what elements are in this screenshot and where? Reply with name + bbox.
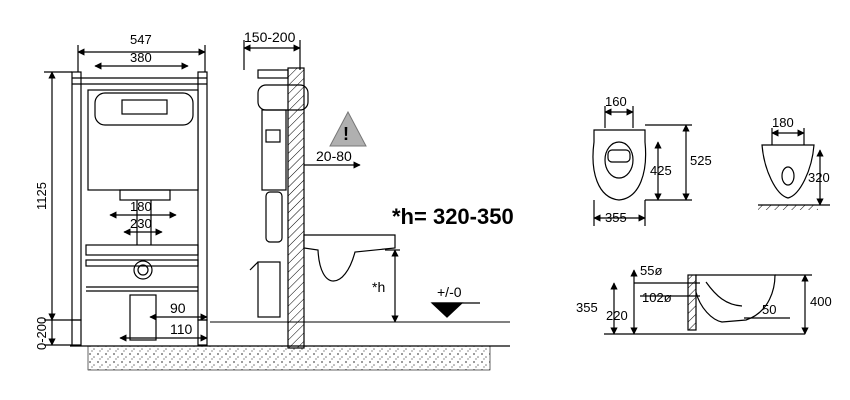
outlet-a: 55ø [640,263,662,278]
frame-width-inner: 380 [130,50,152,65]
outlet-b: 102ø [642,290,672,305]
bowl-front-top-width: 180 [772,115,794,130]
frame-front-view [44,45,208,346]
side-offset: 220 [606,308,628,323]
frame-offset-b: 110 [170,321,193,337]
h-formula: *h= 320-350 [392,204,514,229]
bowl-side-view [604,269,812,335]
frame-height-total: 1125 [34,182,49,210]
bowl-top-view [592,106,692,226]
warning-icon: ! [329,110,367,147]
bowl-width: 355 [605,210,627,225]
wall-depth: 150-200 [244,29,296,45]
level-label: +/-0 [437,284,462,300]
side-view [243,40,480,349]
bowl-front-view [758,128,830,206]
ground-band [87,345,491,371]
h-label: *h [372,279,385,295]
bowl-depth-a: 425 [650,163,672,178]
frame-inner-dim-1: 180 [130,199,152,214]
frame-offset-a: 90 [170,300,186,316]
gap-dim: 20-80 [316,148,352,164]
side-height-a: 355 [576,300,598,315]
frame-adjust-bottom: 0-200 [34,317,49,350]
bowl-front-floor [758,205,818,210]
side-height-b: 400 [810,294,832,309]
bowl-front-height: 320 [808,170,830,185]
bowl-seat-width: 160 [605,94,627,109]
svg-text:!: ! [343,124,349,144]
bowl-depth-b: 525 [690,153,712,168]
frame-inner-dim-2: 230 [130,216,152,231]
side-rim: 50 [762,302,776,317]
frame-width-total: 547 [130,32,152,47]
